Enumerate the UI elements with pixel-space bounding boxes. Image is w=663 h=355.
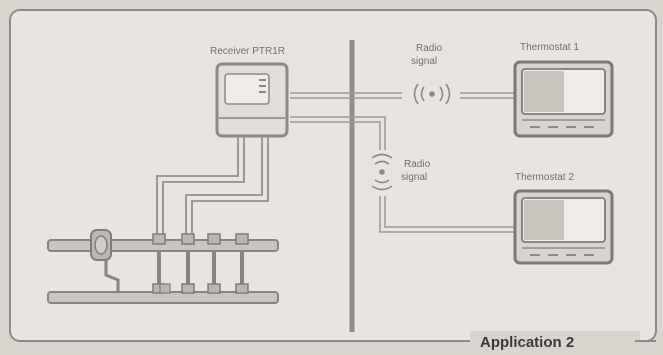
- actuator-2: [181, 233, 195, 294]
- actuator-4: [235, 233, 249, 294]
- radio-wave-mid-icon: [371, 153, 393, 191]
- radio-label-top-line1: Radio: [416, 43, 443, 54]
- caption: Application 2: [480, 334, 574, 351]
- thermostat2-label: Thermostat 2: [515, 172, 574, 183]
- radio-wave-top-icon: [413, 83, 451, 105]
- thermostat-2: [513, 189, 614, 265]
- caption-gap: [470, 331, 640, 351]
- pump-valve: [90, 229, 120, 292]
- receiver-label: Receiver PTR1R: [210, 46, 285, 57]
- thermostat1-label: Thermostat 1: [520, 42, 579, 53]
- lower-valve-1: [159, 283, 171, 294]
- thermostat-1: [513, 60, 614, 138]
- radio-label-mid-line2: signal: [401, 172, 427, 183]
- thermostat1-link: [460, 92, 515, 99]
- radio-label-mid-line1: Radio: [404, 159, 431, 170]
- receiver-unit: [215, 62, 289, 138]
- receiver-output-lines: [290, 92, 402, 150]
- actuators: [152, 233, 249, 294]
- actuator-3: [207, 233, 221, 294]
- receiver-wiring: [156, 136, 269, 240]
- thermostat2-link: [379, 196, 515, 233]
- radio-label-top-line2: signal: [411, 56, 437, 67]
